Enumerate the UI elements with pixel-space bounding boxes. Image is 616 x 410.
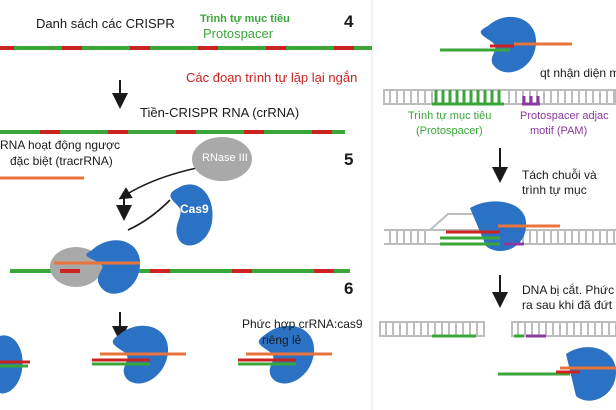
cas9-protein-icon: [170, 184, 213, 246]
curved-arrow-cas9: [127, 199, 171, 231]
rnase-iii-enzyme: [192, 137, 252, 181]
cut-dna-fragments: [379, 321, 616, 338]
dna-rungs: [385, 322, 478, 336]
tracrrna-label-line1: RNA hoạt động ngược: [0, 138, 120, 152]
single-complex-3: [238, 325, 332, 384]
step-number-4: 4: [344, 12, 354, 31]
pam-label-line2: motif (PAM): [530, 125, 588, 137]
rnase-iii-label: RNase III: [202, 152, 248, 164]
complex-label-line2: riêng lẻ: [262, 333, 302, 347]
unwound-dna-complex: [384, 201, 616, 252]
short-repeats-label: Các đoạn trình tự lặp lại ngắn: [186, 70, 358, 85]
cut-label-line1: DNA bị cắt. Phức: [522, 283, 615, 297]
separate-label-line2: trình tự mục: [522, 183, 587, 197]
search-complex: [440, 16, 572, 73]
single-complex-2: [92, 325, 186, 384]
crispr-list-label: Danh sách các CRISPR: [36, 16, 175, 31]
pam-label-line1: Protospacer adjac: [520, 110, 609, 122]
pre-crrna-label: Tiền-CRISPR RNA (crRNA): [140, 105, 300, 120]
recognition-label: qt nhận diện m: [540, 66, 616, 80]
tracrrna-label-line2: đặc biệt (tracrRNA): [10, 154, 113, 168]
step-number-5: 5: [344, 150, 354, 169]
released-complex: [498, 347, 616, 401]
processing-complex: [10, 240, 350, 294]
right-target-line1: Trình tự mục tiêu: [408, 110, 492, 122]
target-sequence-label: Trình tự mục tiêu: [200, 13, 290, 25]
dna-rungs: [517, 322, 610, 336]
single-complex-1: [0, 335, 30, 394]
separate-label-line1: Tách chuỗi và: [522, 168, 597, 182]
target-dna-ladder: [383, 89, 616, 106]
cas9-label: Cas9: [180, 202, 209, 216]
right-target-line2: (Protospacer): [416, 125, 483, 137]
complex-label-line1: Phức hợp crRNA:cas9: [242, 317, 363, 331]
dna-rungs: [389, 230, 615, 244]
step-number-6: 6: [344, 279, 354, 298]
protospacer-label: Protospacer: [203, 26, 274, 41]
cut-label-line2: ra sau khi đã đứt: [522, 298, 613, 312]
